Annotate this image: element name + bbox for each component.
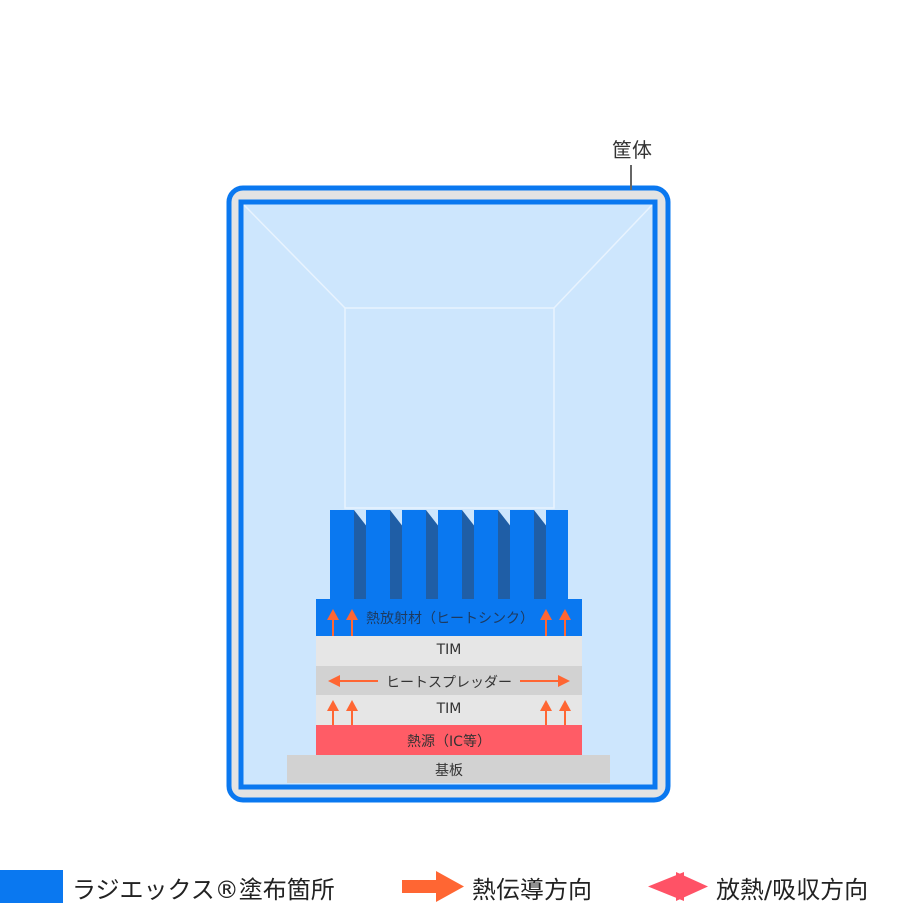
arrow-up-icon [346, 609, 358, 636]
arrow-up-icon [540, 700, 552, 725]
heatsink-fins [330, 510, 568, 600]
legend-coating-swatch [0, 870, 63, 903]
tim-upper-layer [316, 636, 582, 666]
heatsink-label: 熱放射材（ヒートシンク） [366, 611, 534, 627]
heatsink-base [316, 599, 582, 636]
arrow-up-icon [559, 609, 571, 636]
tim-lower-label: TIM [436, 701, 462, 717]
heatsink-fin [474, 510, 512, 600]
legend-radiation-label: 放熱/吸収方向 [716, 876, 869, 904]
heat-source-label: 熱源（IC等） [407, 734, 491, 750]
housing-label: 筐体 [612, 138, 652, 162]
substrate-label: 基板 [435, 763, 463, 779]
heat-source-layer [316, 725, 582, 755]
spreader-label: ヒートスプレッダー [386, 675, 512, 691]
arrow-up-icon [327, 700, 339, 725]
arrow-right-icon [520, 675, 570, 687]
legend-coating-label: ラジエックス®塗布箇所 [72, 876, 335, 904]
arrow-left-icon [328, 675, 378, 687]
legend-conduction-label: 熱伝導方向 [472, 876, 592, 904]
arrow-up-icon [559, 700, 571, 725]
arrow-up-icon [540, 609, 552, 636]
heatsink-fin [546, 510, 568, 600]
substrate-layer [287, 755, 610, 783]
heatsink-fin [330, 510, 368, 600]
heatsink-fin [366, 510, 404, 600]
tim-upper-label: TIM [436, 642, 462, 658]
arrow-up-icon [346, 700, 358, 725]
heatsink-fin [402, 510, 440, 600]
conduction-arrows [327, 609, 571, 725]
perspective-lines [243, 204, 653, 509]
arrow-up-icon [327, 609, 339, 636]
tim-lower-layer [316, 695, 582, 725]
legend-radiation-arrow-icon [648, 872, 708, 901]
legend-conduction-arrow-icon [402, 871, 464, 902]
heatsink-fin [438, 510, 476, 600]
heatsink-fin [510, 510, 548, 600]
